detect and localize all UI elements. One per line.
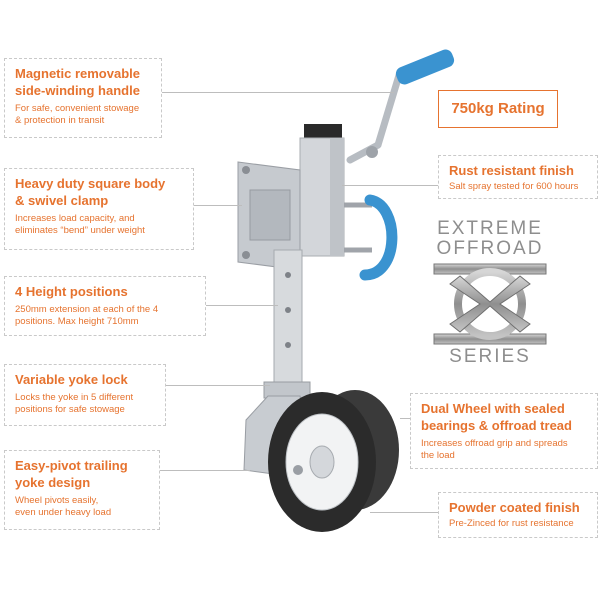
- feature-description: Pre-Zinced for rust resistance: [449, 518, 574, 529]
- connector-line: [165, 385, 270, 386]
- connector-line: [370, 512, 440, 513]
- feature-box-trailing-yoke: Easy-pivot trailing yoke design Wheel pi…: [4, 450, 160, 530]
- feature-box-height-positions: 4 Height positions 250mm extension at ea…: [4, 276, 206, 336]
- extension-tube: [273, 249, 303, 391]
- x-series-logo-icon: [433, 263, 547, 345]
- feature-description: Salt spray tested for 600 hours: [449, 181, 579, 192]
- feature-description: Increases offroad grip and spreads the l…: [421, 438, 568, 461]
- feature-box-powder-coated: Powder coated finish Pre-Zinced for rust…: [438, 492, 598, 538]
- feature-title: Heavy duty square body & swivel clamp: [15, 176, 166, 208]
- feature-box-dual-wheel: Dual Wheel with sealed bearings & offroa…: [410, 393, 598, 469]
- connector-line: [160, 470, 250, 471]
- feature-description: For safe, convenient stowage & protectio…: [15, 103, 140, 126]
- swivel-clamp: [237, 161, 301, 271]
- logo-series-text: SERIES: [449, 346, 531, 367]
- dual-wheel: [268, 390, 399, 532]
- feature-box-yoke-lock: Variable yoke lock Locks the yoke in 5 d…: [4, 364, 166, 426]
- feature-title: Powder coated finish: [449, 500, 580, 515]
- logo-offroad-text: OFFROAD: [436, 238, 544, 259]
- feature-description: Increases load capacity, and eliminates …: [15, 213, 145, 236]
- top-cap: [304, 124, 342, 140]
- connector-line: [342, 185, 438, 186]
- feature-box-square-body: Heavy duty square body & swivel clamp In…: [4, 168, 194, 250]
- feature-title: Variable yoke lock: [15, 372, 128, 387]
- feature-description: 250mm extension at each of the 4 positio…: [15, 304, 159, 327]
- connector-line: [162, 205, 242, 206]
- feature-title: Easy-pivot trailing yoke design: [15, 458, 128, 490]
- feature-box-side-winding-handle: Magnetic removable side-winding handle F…: [4, 58, 162, 138]
- winding-handle: [346, 49, 455, 164]
- logo-extreme-text: EXTREME: [437, 218, 543, 239]
- feature-title: Dual Wheel with sealed bearings & offroa…: [421, 401, 572, 433]
- connector-line: [206, 305, 278, 306]
- feature-box-rust-resistant: Rust resistant finish Salt spray tested …: [438, 155, 598, 199]
- feature-title: Rust resistant finish: [449, 163, 574, 178]
- feature-title: 4 Height positions: [15, 284, 128, 299]
- clamp-handle: [359, 194, 398, 281]
- feature-title: Magnetic removable side-winding handle: [15, 66, 140, 98]
- connector-line: [162, 92, 394, 93]
- feature-description: Locks the yoke in 5 different positions …: [15, 392, 134, 415]
- handle-grip: [395, 49, 455, 85]
- load-rating-badge: 750kg Rating: [438, 90, 558, 128]
- feature-description: Wheel pivots easily, even under heavy lo…: [15, 495, 112, 518]
